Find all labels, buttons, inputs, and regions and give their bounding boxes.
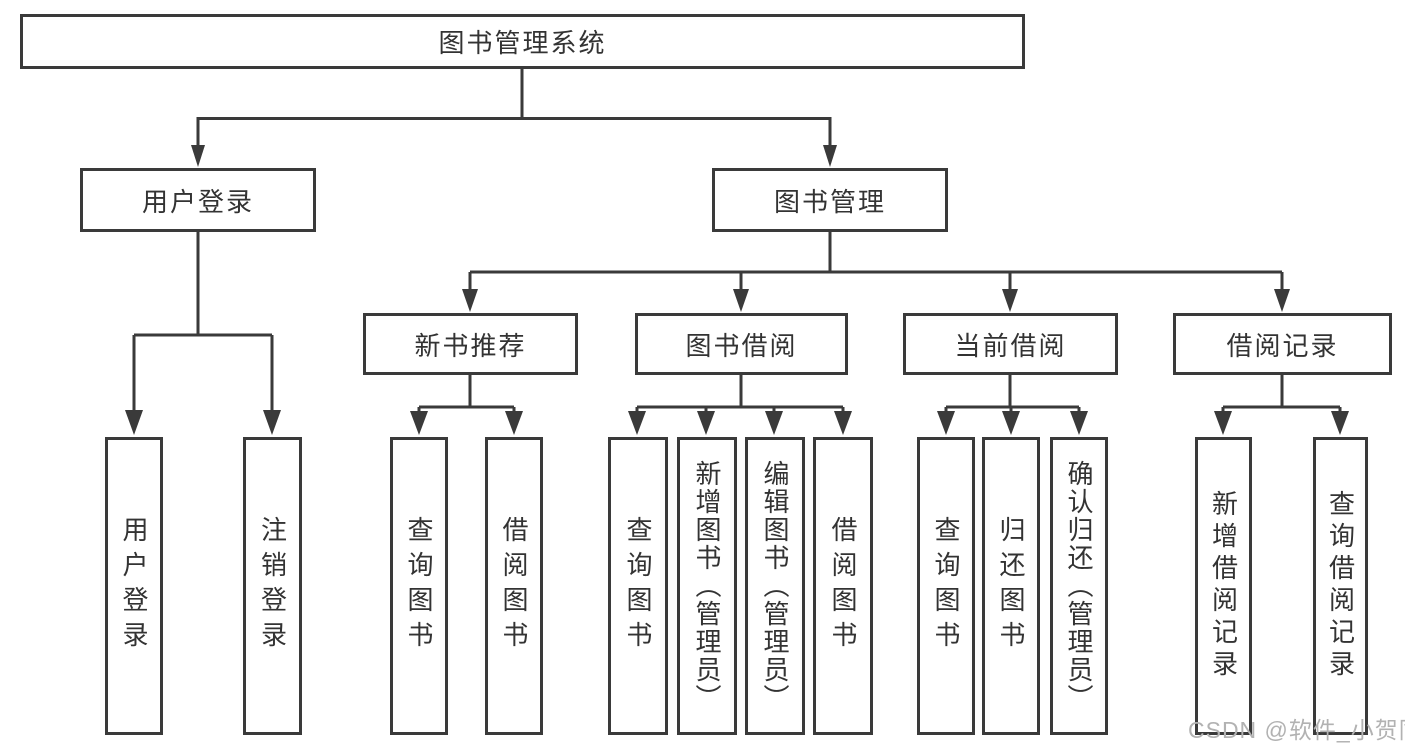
- leaf-query-books-current-label: 查询图书: [931, 516, 961, 656]
- leaf-borrow-books-recommend-label: 借阅图书: [499, 516, 529, 656]
- connector-records-to-leaves: [1221, 375, 1342, 415]
- node-new-book-recommend: 新书推荐: [363, 313, 578, 375]
- connector-recommend-to-leaves: [417, 375, 516, 415]
- connector-root-to-level2: [196, 69, 832, 148]
- leaf-query-borrow-record-label: 查询借阅记录: [1325, 490, 1356, 682]
- leaf-query-books-recommend-label: 查询图书: [404, 516, 434, 656]
- csdn-watermark: CSDN @软件_小贺同学: [1188, 717, 1405, 743]
- node-borrow-records-label: 借阅记录: [1226, 330, 1339, 361]
- arrowheads-level3: [462, 289, 1290, 312]
- leaf-confirm-return-admin-label: 确认归还（管理员）: [1064, 460, 1094, 712]
- leaf-add-borrow-record-label: 新增借阅记录: [1208, 490, 1239, 682]
- node-book-borrow-label: 图书借阅: [685, 330, 798, 361]
- leaf-return-books-label: 归还图书: [996, 516, 1026, 656]
- leaf-borrow-books: 借阅图书: [813, 437, 873, 735]
- arrowheads-current-leaves: [937, 411, 1088, 435]
- leaf-add-books-admin-label: 新增图书（管理员）: [692, 460, 722, 712]
- arrowheads-recommend-leaves: [410, 411, 523, 435]
- leaf-user-login-label: 用户登录: [119, 516, 149, 656]
- node-book-borrow: 图书借阅: [635, 313, 848, 375]
- arrowheads-login-leaves: [125, 410, 281, 435]
- node-current-borrow: 当前借阅: [903, 313, 1118, 375]
- connector-management-to-level3: [468, 232, 1284, 293]
- arrowheads-records-leaves: [1214, 411, 1349, 435]
- arrowheads-borrow-leaves: [628, 411, 852, 435]
- leaf-query-books-borrow-label: 查询图书: [623, 516, 653, 656]
- node-root-label: 图书管理系统: [438, 28, 607, 58]
- leaf-query-books-current: 查询图书: [917, 437, 975, 735]
- connector-borrow-to-leaves: [635, 375, 845, 415]
- arrowheads-level2: [191, 145, 837, 167]
- node-book-management-label: 图书管理: [773, 186, 886, 217]
- leaf-query-books-borrow: 查询图书: [608, 437, 668, 735]
- node-user-login-label: 用户登录: [141, 186, 254, 217]
- leaf-query-borrow-record: 查询借阅记录: [1313, 437, 1368, 735]
- leaf-user-login: 用户登录: [105, 437, 163, 735]
- leaf-logout: 注销登录: [243, 437, 302, 735]
- leaf-return-books: 归还图书: [982, 437, 1040, 735]
- leaf-confirm-return-admin: 确认归还（管理员）: [1050, 437, 1108, 735]
- leaf-edit-books-admin-label: 编辑图书（管理员）: [760, 460, 790, 712]
- leaf-borrow-books-recommend: 借阅图书: [485, 437, 543, 735]
- connector-login-to-leaves: [132, 232, 274, 415]
- node-new-book-recommend-label: 新书推荐: [414, 330, 527, 361]
- leaf-add-books-admin: 新增图书（管理员）: [677, 437, 737, 735]
- node-borrow-records: 借阅记录: [1173, 313, 1392, 375]
- leaf-logout-label: 注销登录: [257, 516, 288, 656]
- leaf-borrow-books-label: 借阅图书: [828, 516, 858, 656]
- leaf-add-borrow-record: 新增借阅记录: [1195, 437, 1252, 735]
- node-book-management: 图书管理: [712, 168, 948, 232]
- node-user-login: 用户登录: [80, 168, 316, 232]
- node-root-system: 图书管理系统: [20, 14, 1025, 69]
- leaf-query-books-recommend: 查询图书: [390, 437, 448, 735]
- connector-current-to-leaves: [944, 375, 1081, 415]
- node-current-borrow-label: 当前借阅: [954, 330, 1067, 361]
- leaf-edit-books-admin: 编辑图书（管理员）: [745, 437, 805, 735]
